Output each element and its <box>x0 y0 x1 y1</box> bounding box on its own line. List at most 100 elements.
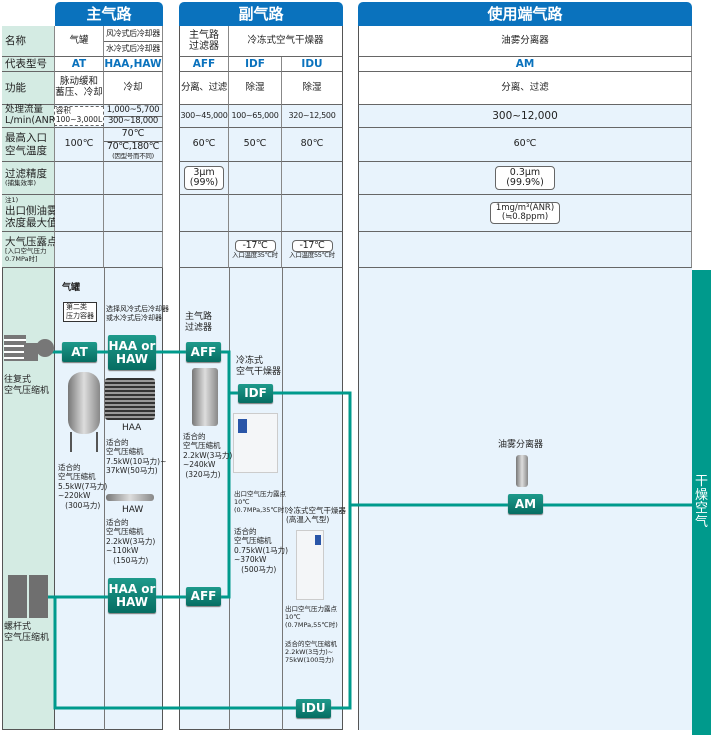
aff-temp: 60℃ <box>179 128 229 162</box>
label-model: 代表型号 <box>2 57 55 72</box>
dryer-name: 冷冻式空气干燥器 <box>229 26 343 57</box>
aff-filtration-cell: 3μm (99%) <box>179 162 229 195</box>
aff-spec: 适合的 空气压缩机 2.2kW(3马力) ~240kW (320马力) <box>183 432 233 479</box>
divider <box>104 268 105 730</box>
aff-title: 主气路 过滤器 <box>185 312 213 334</box>
badge-am[interactable]: AM <box>508 494 543 514</box>
section-main-line: 主气路 <box>55 2 163 26</box>
haw-temp-note: (因型号而不同) <box>112 152 154 161</box>
tank-class-box: 第二类 压力容器 <box>63 302 97 322</box>
haa-oil <box>104 195 163 232</box>
at-function: 脉动缓和 蓄压、冷却 <box>55 72 104 105</box>
idu-spec: 适合的空气压缩机 2.2kW(3马力)~ 75kW(100马力) <box>285 640 337 665</box>
at-spec: 适合的 空气压缩机 5.5kW(7马力) ~220kW (300马力) <box>58 463 108 510</box>
idf-image <box>233 413 278 473</box>
idu-dew-note: 入口温度55℃时 <box>289 250 335 259</box>
label-filtration-text: 过滤精度 <box>5 168 47 181</box>
label-dew: 大气压露点[入口空气压力 0.7MPa时] <box>2 232 58 268</box>
badge-haa-haw-lower[interactable]: HAA or HAW <box>108 578 156 613</box>
am-model: AM <box>358 57 692 72</box>
am-temp: 60℃ <box>358 128 692 162</box>
badge-aff-upper[interactable]: AFF <box>186 342 221 362</box>
label-oil-note: 注1) <box>5 196 19 205</box>
idu-function: 除湿 <box>282 72 343 105</box>
idu-title: 冷冻式空气干燥器 (高温入气型) <box>286 506 346 525</box>
badge-idf[interactable]: IDF <box>238 384 273 403</box>
aff-dew <box>179 232 229 268</box>
am-filtration-cell: 0.3μm (99.9%) <box>358 162 692 195</box>
haa-function: 冷却 <box>104 72 163 105</box>
haw-flow: 300~18,000 <box>104 116 163 128</box>
cooler-note: 选择风冷式后冷却器 或水冷式后冷却器 <box>106 305 169 322</box>
idu-temp: 80℃ <box>282 128 343 162</box>
tank-title: 气罐 <box>62 283 81 293</box>
at-filtration <box>55 162 104 195</box>
idf-dew-note: 入口温度35℃时 <box>232 250 278 259</box>
aff-function: 分离、过滤 <box>179 72 229 105</box>
label-dew-text: 大气压露点 <box>5 236 58 248</box>
label-temp: 最高入口 空气温度 <box>2 128 55 162</box>
haa-model: HAA,HAW <box>104 57 163 72</box>
pipe-dryer-loop <box>53 391 352 710</box>
aff-filtration: 3μm (99%) <box>183 165 225 191</box>
haa-name: 风冷式后冷却器 <box>104 26 163 42</box>
badge-aff-lower[interactable]: AFF <box>186 587 221 606</box>
label-filtration: 过滤精度(捕集效率) <box>2 162 55 195</box>
haa-flow: 1,000~5,700 <box>104 105 163 117</box>
badge-idu[interactable]: IDU <box>296 699 331 718</box>
idu-image <box>296 530 324 600</box>
idf-flow: 100~65,000 <box>229 105 282 128</box>
badge-at[interactable]: AT <box>62 342 97 362</box>
idf-filtration <box>229 162 282 195</box>
label-dew-note: [入口空气压力 0.7MPa时] <box>5 247 47 263</box>
idf-dew-spec: 出口空气压力露点 10℃ (0.7MPa,35℃时) <box>234 490 287 515</box>
badge-haa-haw-upper[interactable]: HAA or HAW <box>108 335 156 370</box>
am-title: 油雾分离器 <box>498 440 544 450</box>
section-sub-line: 副气路 <box>179 2 343 26</box>
am-filtration: 0.3μm (99.9%) <box>495 165 555 191</box>
haw-temp: 70℃,180℃ <box>106 141 160 153</box>
haa-filtration <box>104 162 163 195</box>
at-flow: 容积 100~3,000L <box>53 106 105 126</box>
am-oil: 1mg/m³(ANR) (≒0.8ppm) <box>489 201 561 225</box>
haw-image <box>106 494 154 501</box>
divider <box>282 268 283 730</box>
label-oil: 注1)出口侧油雾 浓度最大值 <box>2 195 58 232</box>
at-oil <box>55 195 104 232</box>
haa-label: HAA <box>122 423 142 433</box>
section-point-of-use: 使用端气路 <box>358 2 692 26</box>
haw-temp-cell: 70℃,180℃(因型号而不同) <box>104 141 163 162</box>
idu-flow: 320~12,500 <box>282 105 343 128</box>
idf-oil <box>229 195 282 232</box>
idf-model: IDF <box>229 57 282 72</box>
idu-model: IDU <box>282 57 343 72</box>
idu-dew: -17℃ <box>291 239 333 252</box>
haw-name: 水冷式后冷却器 <box>104 42 163 57</box>
idu-filtration <box>282 162 343 195</box>
haw-spec: 适合的 空气压缩机 2.2kW(3马力) ~110kW (150马力) <box>106 518 156 565</box>
reciprocating-compressor-icon <box>4 333 54 363</box>
haa-image <box>105 378 155 420</box>
am-function: 分离、过滤 <box>358 72 692 105</box>
aff-model: AFF <box>179 57 229 72</box>
at-model: AT <box>55 57 104 72</box>
am-flow: 300~12,000 <box>358 105 692 128</box>
idu-oil <box>282 195 343 232</box>
recip-compressor-label: 往复式 空气压缩机 <box>4 375 50 397</box>
am-name: 油雾分离器 <box>358 26 692 57</box>
air-tank-image <box>68 372 100 434</box>
idf-function: 除湿 <box>229 72 282 105</box>
aff-name: 主气路 过滤器 <box>179 26 229 57</box>
label-function: 功能 <box>2 72 55 105</box>
idf-dew: -17℃ <box>234 239 276 252</box>
idf-temp: 50℃ <box>229 128 282 162</box>
haa-temp: 70℃ <box>104 128 163 142</box>
air-tank-legs <box>70 432 98 452</box>
am-oil-cell: 1mg/m³(ANR) (≒0.8ppm) <box>358 195 692 232</box>
label-oil-text: 出口侧油雾 浓度最大值 <box>5 204 58 229</box>
sub-diagram-bg <box>179 268 343 730</box>
label-name: 名称 <box>2 26 55 57</box>
